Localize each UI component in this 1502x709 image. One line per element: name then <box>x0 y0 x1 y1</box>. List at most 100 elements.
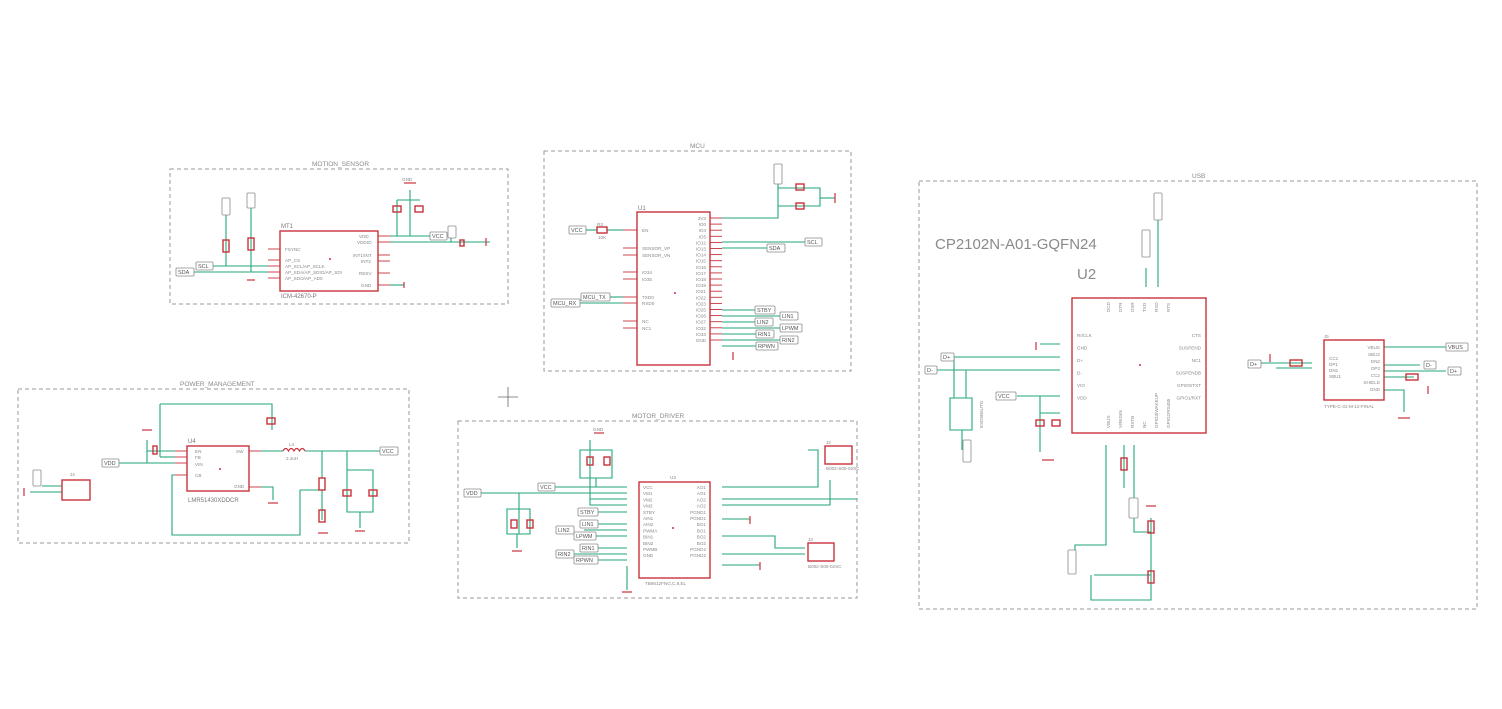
u3-left-pin-9: BIN2 <box>643 541 654 546</box>
u3-right-pin-11: PGND2 <box>690 553 706 558</box>
mt1-pin-scl: AP_SCL/AP_SCLK <box>285 264 326 269</box>
net-label-vcc-motion-2[interactable] <box>246 192 256 209</box>
net-label-lin1-mcu[interactable]: LIN1 <box>779 311 799 321</box>
u1-pin-txd0: TXD0 <box>642 295 654 300</box>
u1-body[interactable] <box>636 211 711 366</box>
u2-left-pin-2: D+ <box>1077 358 1083 363</box>
svg-text:RIN2: RIN2 <box>558 552 571 558</box>
u3-value: TB6612FNG,C,8,EL <box>645 581 687 586</box>
power-management-label: POWER_MANAGEMENT <box>180 381 255 388</box>
j2-body[interactable] <box>824 445 853 465</box>
u3-left-pin-2: VM2 <box>643 497 653 502</box>
u3-left-pin-11: GND <box>643 553 654 558</box>
net-label-lin1-motor[interactable]: LIN1 <box>579 519 599 529</box>
svg-text:SCL: SCL <box>198 264 209 270</box>
net-label-vcc-usb-2[interactable] <box>1128 497 1139 519</box>
net-label-lin2-motor[interactable]: LIN2 <box>555 525 575 535</box>
svg-text:LPWM: LPWM <box>576 534 593 540</box>
net-label-mcu-rx[interactable]: MCU_RX <box>550 298 581 308</box>
u1-right-pin-5: IO13 <box>696 247 706 252</box>
net-label-dm-usb[interactable]: D- <box>924 365 938 375</box>
svg-text:VCC: VCC <box>432 234 444 240</box>
net-label-dp-usb[interactable]: D+ <box>940 352 955 362</box>
svg-text:SCL: SCL <box>807 240 818 246</box>
u1-pin-nc1: NC1 <box>642 326 652 331</box>
u4-pin-en: EN <box>195 449 201 454</box>
u2-bottom-pin-5: GPIO2/RS485 <box>1166 398 1171 428</box>
u2-right-pin-0: CTS <box>1192 333 1201 338</box>
net-label-vcc-power[interactable]: VCC <box>379 446 399 456</box>
u4-ref: U4 <box>188 439 196 445</box>
net-label-vdd-j4[interactable] <box>32 469 42 487</box>
net-label-lin2-mcu[interactable]: LIN2 <box>754 317 774 327</box>
net-label-dp-connector[interactable]: D+ <box>1247 359 1262 369</box>
u3-body[interactable] <box>638 481 711 579</box>
net-label-stby-motor[interactable]: STBY <box>577 507 599 517</box>
u4-body[interactable] <box>186 445 250 492</box>
l4-ref: L4 <box>289 442 295 447</box>
net-label-rpwm-mcu[interactable]: RPWN <box>755 341 779 351</box>
net-label-vcc-motion-1[interactable] <box>221 197 231 216</box>
u1-right-pin-18: IO32 <box>696 326 706 331</box>
j4-body[interactable] <box>61 479 91 501</box>
net-label-vbus-usb-bottom[interactable] <box>1067 549 1077 575</box>
u1-pin-en: EN <box>642 228 648 233</box>
u2-top-pin-0: DCD <box>1106 301 1111 312</box>
net-label-vcc-motor[interactable]: VCC <box>537 482 556 492</box>
l4-inductor[interactable] <box>282 447 306 453</box>
svg-text:RIN1: RIN1 <box>758 332 771 338</box>
net-label-vbus-connector[interactable]: VBUS <box>1445 342 1469 352</box>
net-label-mcu-tx[interactable]: MCU_TX <box>580 292 611 302</box>
net-label-stby-mcu[interactable]: STBY <box>754 305 776 315</box>
net-label-rpwm-motor[interactable]: RPWN <box>573 555 599 565</box>
net-label-mcu-rx-usb[interactable] <box>1153 192 1163 221</box>
u1-right-pin-4: IO12 <box>696 240 706 245</box>
net-label-vdd-power[interactable]: VDD <box>101 458 120 468</box>
svg-text:LIN2: LIN2 <box>757 320 769 326</box>
net-label-dm-connector[interactable]: D- <box>1423 360 1437 370</box>
svg-text:LIN1: LIN1 <box>782 314 794 320</box>
j3-body[interactable] <box>807 542 835 562</box>
net-label-sda-mcu[interactable]: SDA <box>766 243 786 253</box>
u3-left-pin-0: VCC <box>643 485 653 490</box>
u2-bottom-pin-2: RSTB <box>1130 416 1135 428</box>
j2-value: B002-S00-02SC <box>826 466 860 471</box>
net-label-vcc-motion[interactable]: VCC <box>429 231 448 241</box>
net-label-vcc-usb[interactable]: VCC <box>995 391 1017 401</box>
motor-driver-frame <box>457 420 858 599</box>
net-label-rin1-motor[interactable]: RIN1 <box>579 543 599 553</box>
r3-ref: R3 <box>597 222 603 227</box>
u1-pin-rxd0: RXD0 <box>642 301 655 306</box>
net-label-lpwm-mcu[interactable]: LPWM <box>779 323 803 333</box>
svg-text:SDA: SDA <box>178 270 190 276</box>
svg-text:GND: GND <box>402 177 413 182</box>
net-label-dp-connector-2[interactable]: D+ <box>1447 366 1462 376</box>
net-label-scl-motion[interactable]: SCL <box>195 261 214 271</box>
u3-right-pin-0: AO1 <box>697 485 707 490</box>
net-label-rin1-mcu[interactable]: RIN1 <box>755 329 775 339</box>
mt1-pin-sdo: AP_SDO/AP_AD0 <box>285 276 323 281</box>
u1-right-pin-9: IO17 <box>696 271 706 276</box>
u1-pin-io34: IO34 <box>642 270 652 275</box>
net-label-rin2-motor[interactable]: RIN2 <box>555 549 575 559</box>
net-label-sda-motion[interactable]: SDA <box>175 267 195 277</box>
motion-sensor-frame <box>169 168 509 305</box>
u2-ref-large: U2 <box>1077 266 1096 283</box>
net-label-vcc-mcu-top[interactable] <box>773 163 783 185</box>
svg-text:VDD: VDD <box>466 491 478 497</box>
net-label-vdd-motor[interactable]: VDD <box>463 488 482 498</box>
motion-sensor-label: MOTION_SENSOR <box>312 161 369 168</box>
net-label-mcu-tx-usb[interactable] <box>1141 229 1151 258</box>
u1-right-pin-16: IO26 <box>696 314 706 319</box>
net-label-vbus-esd[interactable] <box>962 439 972 463</box>
net-label-scl-mcu[interactable]: SCL <box>804 237 823 247</box>
u2-body[interactable] <box>1071 297 1207 434</box>
j5-body[interactable] <box>1323 339 1385 401</box>
u2-bottom-pin-0: VBUS <box>1106 415 1111 428</box>
net-label-vcc-mcu[interactable]: VCC <box>568 225 587 235</box>
u2-bottom-pin-3: NC <box>1142 421 1147 428</box>
svg-text:GND: GND <box>593 427 604 432</box>
net-label-rin2-mcu[interactable]: RIN2 <box>779 335 799 345</box>
net-label-lpwm-motor[interactable]: LPWM <box>573 531 597 541</box>
